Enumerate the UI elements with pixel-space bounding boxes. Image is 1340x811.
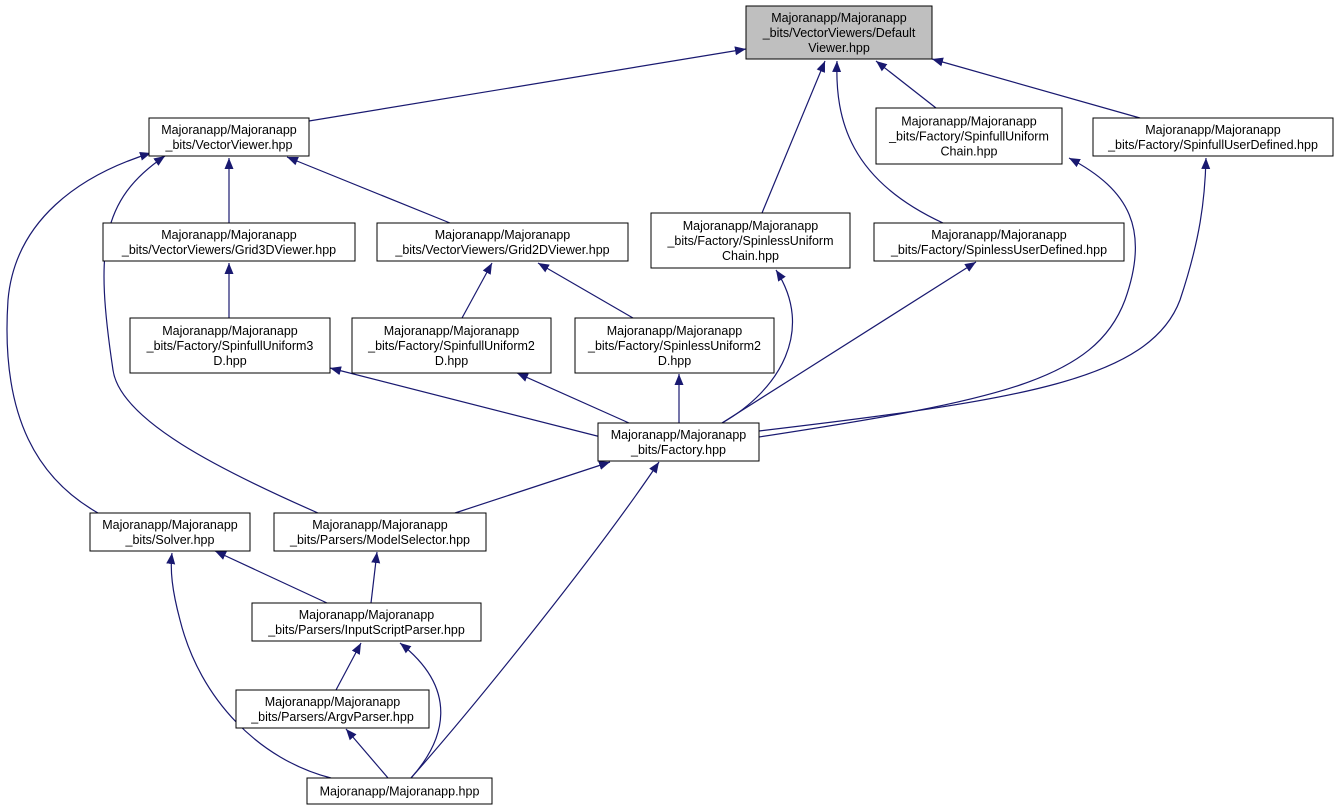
node-spinfull-user-defined[interactable]: Majoranapp/Majoranapp_bits/Factory/Spinf… — [1092, 117, 1334, 157]
node-box — [875, 107, 1063, 165]
node-label-line: _bits/VectorViewers/Default — [762, 26, 916, 40]
edge-majoranapp-to-argv-parser — [345, 728, 389, 779]
edge-factory-to-spinfull-uniform-chain — [758, 157, 1137, 438]
node-box — [745, 5, 933, 60]
node-box — [102, 222, 356, 262]
node-box — [574, 317, 775, 374]
node-input-script-parser[interactable]: Majoranapp/Majoranapp_bits/Parsers/Input… — [251, 602, 482, 642]
edge-spinfull-uniform-2d-to-grid2dviewer — [461, 262, 493, 319]
edge-majoranapp-to-factory — [410, 461, 660, 779]
node-spinfull-uniform-3d[interactable]: Majoranapp/Majoranapp_bits/Factory/Spinf… — [129, 317, 331, 374]
node-label-line: Majoranapp/Majoranapp — [931, 228, 1067, 242]
node-spinfull-uniform-chain[interactable]: Majoranapp/Majoranapp_bits/Factory/Spinf… — [875, 107, 1063, 165]
node-box — [148, 117, 310, 157]
node-label-line: _bits/Factory/SpinfullUserDefined.hpp — [1107, 138, 1318, 152]
node-majoranapp[interactable]: Majoranapp/Majoranapp.hpp — [306, 777, 493, 805]
node-vectorviewer[interactable]: Majoranapp/Majoranapp_bits/VectorViewer.… — [148, 117, 310, 157]
node-argv-parser[interactable]: Majoranapp/Majoranapp_bits/Parsers/ArgvP… — [235, 689, 430, 729]
node-label-line: Majoranapp/Majoranapp — [299, 608, 435, 622]
node-label-line: Majoranapp/Majoranapp — [265, 695, 401, 709]
node-defaultviewer[interactable]: Majoranapp/Majoranapp_bits/VectorViewers… — [745, 5, 933, 60]
node-label-line: _bits/Solver.hpp — [125, 533, 215, 547]
node-label-line: Majoranapp/Majoranapp — [312, 518, 448, 532]
node-label-line: Majoranapp/Majoranapp — [683, 219, 819, 233]
edge-spinless-user-defined-to-defaultviewer — [832, 60, 944, 224]
edge-solver-to-vectorviewer — [6, 151, 152, 514]
node-label-line: Majoranapp/Majoranapp — [771, 11, 907, 25]
node-label-line: D.hpp — [658, 354, 691, 368]
nodes-layer: Majoranapp/Majoranapp_bits/VectorViewers… — [89, 5, 1334, 805]
node-label-line: _bits/VectorViewer.hpp — [165, 138, 293, 152]
node-label-line: _bits/Factory/SpinfullUniform — [888, 130, 1049, 144]
node-box — [129, 317, 331, 374]
edge-factory-to-spinfull-user-defined — [758, 157, 1211, 432]
node-label-line: _bits/Factory/SpinlessUserDefined.hpp — [890, 243, 1107, 257]
node-label-line: Majoranapp/Majoranapp — [435, 228, 571, 242]
node-box — [1092, 117, 1334, 157]
edge-majoranapp-to-input-script-parser — [399, 642, 442, 779]
edge-model-selector-to-factory — [454, 461, 611, 514]
edge-input-script-parser-to-model-selector — [370, 551, 381, 604]
edge-factory-to-spinfull-uniform-3d — [329, 366, 602, 438]
node-label-line: _bits/VectorViewers/Grid2DViewer.hpp — [394, 243, 609, 257]
node-box — [650, 212, 851, 269]
edge-grid2dviewer-to-vectorviewer — [286, 156, 451, 224]
node-label-line: D.hpp — [213, 354, 246, 368]
node-box — [273, 512, 487, 552]
node-box — [351, 317, 552, 374]
node-box — [376, 222, 629, 262]
node-box — [89, 512, 251, 552]
node-label-line: Viewer.hpp — [808, 41, 870, 55]
node-solver[interactable]: Majoranapp/Majoranapp_bits/Solver.hpp — [89, 512, 251, 552]
node-label-line: _bits/Parsers/InputScriptParser.hpp — [267, 623, 465, 637]
node-box — [251, 602, 482, 642]
node-label-line: _bits/Factory/SpinfullUniform2 — [367, 339, 535, 353]
node-label-line: Chain.hpp — [722, 249, 779, 263]
node-label-line: Majoranapp/Majoranapp — [161, 228, 297, 242]
node-spinless-user-defined[interactable]: Majoranapp/Majoranapp_bits/Factory/Spinl… — [873, 222, 1125, 262]
edge-spinfull-uniform-chain-to-defaultviewer — [875, 60, 937, 109]
edge-vectorviewer-to-defaultviewer — [308, 46, 747, 122]
node-label-line: _bits/Factory.hpp — [630, 443, 726, 457]
edge-majoranapp-to-solver — [166, 552, 332, 779]
node-label-line: _bits/Parsers/ArgvParser.hpp — [250, 710, 414, 724]
node-label-line: Majoranapp/Majoranapp — [1145, 123, 1281, 137]
edge-spinfull-user-defined-to-defaultviewer — [931, 57, 1141, 119]
node-spinless-uniform-2d[interactable]: Majoranapp/Majoranapp_bits/Factory/Spinl… — [574, 317, 775, 374]
node-label-line: _bits/Factory/SpinlessUniform2 — [587, 339, 761, 353]
node-box — [597, 422, 760, 462]
node-label-line: _bits/VectorViewers/Grid3DViewer.hpp — [121, 243, 336, 257]
node-label-line: Majoranapp/Majoranapp — [161, 123, 297, 137]
node-grid2dviewer[interactable]: Majoranapp/Majoranapp_bits/VectorViewers… — [376, 222, 629, 262]
edge-spinless-uniform-chain-to-defaultviewer — [761, 60, 826, 214]
node-spinless-uniform-chain[interactable]: Majoranapp/Majoranapp_bits/Factory/Spinl… — [650, 212, 851, 269]
node-label-line: _bits/Factory/SpinfullUniform3 — [146, 339, 314, 353]
node-label-line: Majoranapp/Majoranapp — [102, 518, 238, 532]
edge-spinless-uniform-2d-to-grid2dviewer — [537, 262, 634, 319]
node-label-line: Majoranapp/Majoranapp.hpp — [320, 785, 480, 799]
edge-input-script-parser-to-solver — [214, 550, 328, 604]
edge-factory-to-spinless-user-defined — [721, 261, 977, 424]
node-label-line: Chain.hpp — [941, 145, 998, 159]
edges-layer — [6, 46, 1211, 779]
edge-model-selector-to-vectorviewer — [103, 155, 319, 514]
edge-argv-parser-to-input-script-parser — [335, 642, 362, 691]
node-box — [306, 777, 493, 805]
node-spinfull-uniform-2d[interactable]: Majoranapp/Majoranapp_bits/Factory/Spinf… — [351, 317, 552, 374]
node-model-selector[interactable]: Majoranapp/Majoranapp_bits/Parsers/Model… — [273, 512, 487, 552]
node-label-line: Majoranapp/Majoranapp — [607, 324, 743, 338]
node-box — [873, 222, 1125, 262]
node-box — [235, 689, 430, 729]
node-label-line: _bits/Factory/SpinlessUniform — [666, 234, 833, 248]
edge-factory-to-spinfull-uniform-2d — [516, 372, 630, 424]
node-label-line: _bits/Parsers/ModelSelector.hpp — [289, 533, 470, 547]
node-factory[interactable]: Majoranapp/Majoranapp_bits/Factory.hpp — [597, 422, 760, 462]
node-grid3dviewer[interactable]: Majoranapp/Majoranapp_bits/VectorViewers… — [102, 222, 356, 262]
node-label-line: Majoranapp/Majoranapp — [901, 115, 1037, 129]
node-label-line: Majoranapp/Majoranapp — [162, 324, 298, 338]
node-label-line: Majoranapp/Majoranapp — [384, 324, 520, 338]
node-label-line: D.hpp — [435, 354, 468, 368]
node-label-line: Majoranapp/Majoranapp — [611, 428, 747, 442]
